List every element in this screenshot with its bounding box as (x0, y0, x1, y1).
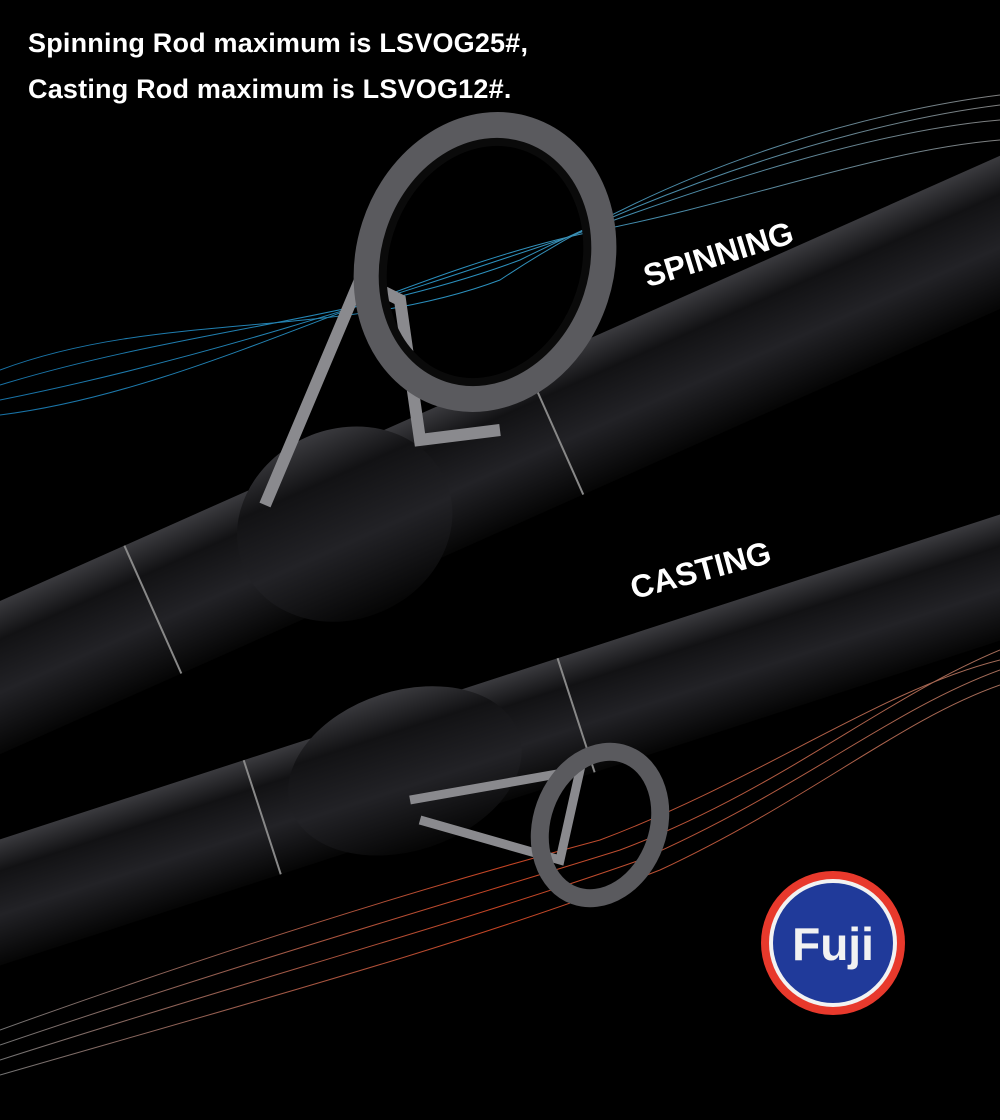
spinning-line-fan (0, 94, 1000, 416)
spinning-guide-ring (259, 112, 617, 508)
headline-line-1: Spinning Rod maximum is LSVOG25#, (28, 28, 529, 58)
casting-guide-ring (409, 742, 670, 908)
fuji-logo: Fuji (761, 871, 905, 1015)
casting-line-fan (0, 649, 1000, 1076)
spinning-rod (0, 106, 1000, 804)
headline-line-2: Casting Rod maximum is LSVOG12#. (28, 74, 512, 104)
casting-rod (0, 466, 1000, 1014)
fuji-logo-text: Fuji (792, 918, 874, 970)
